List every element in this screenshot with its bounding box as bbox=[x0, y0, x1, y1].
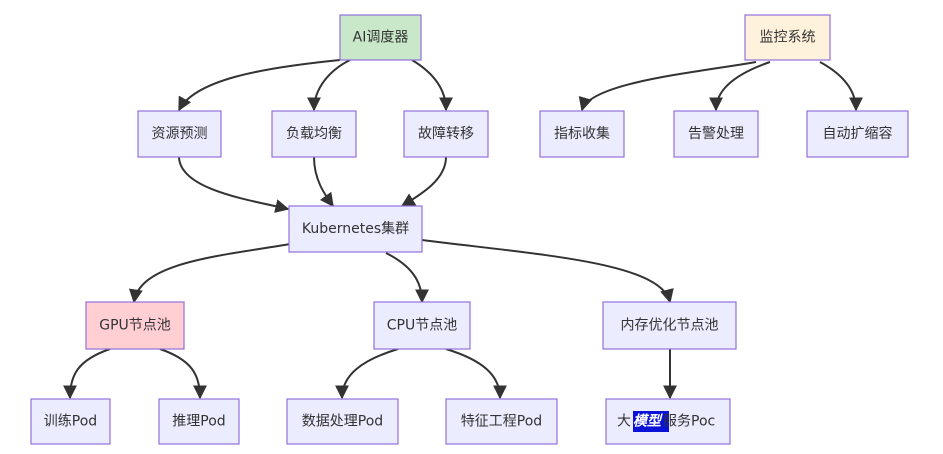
node-data-processing-pod: 数据处理Pod bbox=[286, 398, 399, 445]
edge-gpu-to-inference bbox=[159, 348, 207, 400]
node-load-balancing-label: 负载均衡 bbox=[286, 126, 342, 142]
node-monitoring: 监控系统 bbox=[744, 14, 831, 61]
edge-cpu-to-featureeng bbox=[445, 348, 507, 400]
node-training-pod: 训练Pod bbox=[30, 398, 111, 445]
node-metrics-collection: 指标收集 bbox=[539, 110, 625, 158]
node-ai-scheduler: AI调度器 bbox=[339, 14, 422, 61]
node-memory-pool: 内存优化节点池 bbox=[602, 301, 737, 350]
edge-monitoring-to-metrics bbox=[578, 61, 757, 112]
edge-cluster-to-gpu bbox=[128, 243, 291, 304]
llm-label-highlight: 模型 bbox=[633, 413, 663, 430]
node-alert-handling-label: 告警处理 bbox=[688, 126, 744, 142]
node-metrics-collection-label: 指标收集 bbox=[554, 125, 610, 142]
edge-prediction-to-cluster bbox=[178, 156, 290, 213]
node-cpu-pool-label: CPU节点池 bbox=[387, 318, 457, 334]
node-resource-prediction-label: 资源预测 bbox=[152, 126, 208, 142]
edge-loadbalancing-to-cluster bbox=[313, 156, 334, 208]
edge-gpu-to-training bbox=[63, 348, 111, 400]
edge-failover-to-cluster bbox=[400, 156, 447, 207]
node-load-balancing: 负载均衡 bbox=[271, 110, 357, 158]
node-k8s-cluster-label: Kubernetes集群 bbox=[302, 220, 409, 237]
llm-label-prefix: 大 bbox=[617, 414, 631, 430]
edge-scheduler-to-loadbalancing bbox=[307, 59, 351, 112]
text-highlight-mark bbox=[633, 411, 669, 432]
node-resource-prediction: 资源预测 bbox=[137, 110, 222, 158]
node-feature-engineering-pod: 特征工程Pod bbox=[445, 398, 558, 445]
edges bbox=[63, 59, 863, 400]
edge-monitoring-to-alert bbox=[709, 61, 771, 112]
llm-label-suffix: 服务Poc bbox=[663, 414, 715, 430]
edge-cpu-to-dataprocessing bbox=[335, 348, 399, 400]
edge-scheduler-to-failover bbox=[411, 59, 453, 112]
node-llm-service-pod: 大模型服务Poc bbox=[605, 398, 731, 445]
node-alert-handling: 告警处理 bbox=[673, 110, 759, 158]
node-data-processing-pod-label: 数据处理Pod bbox=[302, 414, 383, 430]
node-monitoring-label: 监控系统 bbox=[760, 30, 816, 46]
node-llm-service-pod-label: 大模型服务Poc bbox=[617, 413, 715, 430]
node-autoscaling-label: 自动扩缩容 bbox=[823, 125, 893, 142]
node-autoscaling: 自动扩缩容 bbox=[806, 110, 909, 158]
node-feature-engineering-pod-label: 特征工程Pod bbox=[461, 414, 542, 430]
node-failover-label: 故障转移 bbox=[418, 126, 474, 142]
node-cpu-pool: CPU节点池 bbox=[373, 301, 471, 350]
node-inference-pod-label: 推理Pod bbox=[172, 414, 225, 430]
node-inference-pod: 推理Pod bbox=[158, 398, 240, 445]
node-ai-scheduler-label: AI调度器 bbox=[353, 30, 409, 46]
node-failover: 故障转移 bbox=[403, 110, 489, 158]
node-memory-pool-label: 内存优化节点池 bbox=[621, 318, 719, 334]
node-gpu-pool-label: GPU节点池 bbox=[99, 318, 171, 334]
node-gpu-pool: GPU节点池 bbox=[85, 301, 185, 350]
edge-cluster-to-memory bbox=[421, 239, 674, 304]
edge-scheduler-to-prediction bbox=[178, 59, 341, 112]
node-training-pod-label: 训练Pod bbox=[44, 414, 97, 430]
node-k8s-cluster: Kubernetes集群 bbox=[288, 205, 423, 253]
edge-cluster-to-cpu bbox=[385, 252, 429, 304]
edge-monitoring-to-autoscaling bbox=[819, 61, 863, 112]
